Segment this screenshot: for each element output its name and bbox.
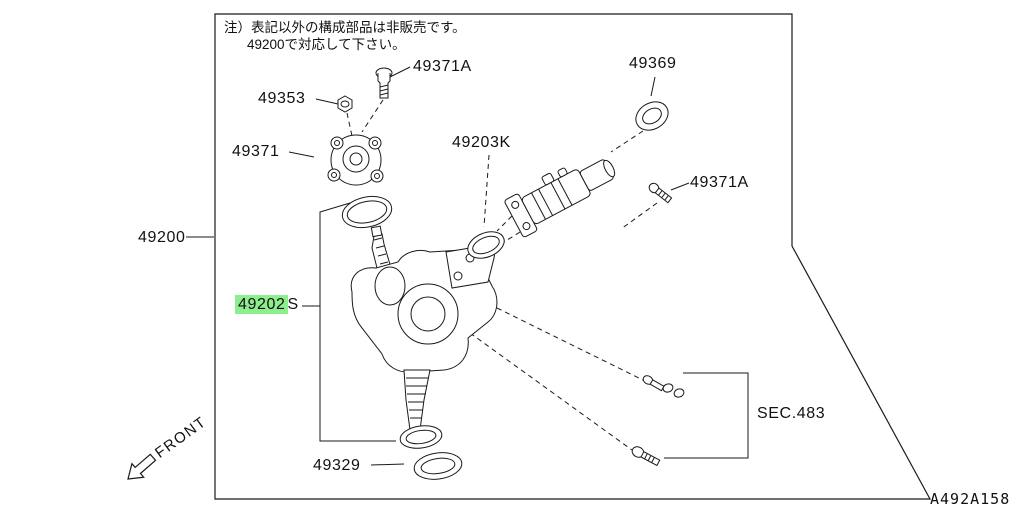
part-label-49369[interactable]: 49369 — [629, 55, 677, 72]
seal-49369-drawing — [635, 101, 669, 131]
part-label-49353[interactable]: 49353 — [258, 90, 306, 107]
seal-49329-drawing — [413, 452, 463, 480]
part-label-49200[interactable]: 49200 — [138, 229, 186, 246]
front-arrow-icon — [127, 453, 157, 480]
part-label-49203k[interactable]: 49203K — [452, 134, 511, 151]
note-line1: 注）表記以外の構成部品は非販売です。 — [224, 20, 466, 35]
mount-bolt-lower-drawing — [631, 446, 661, 467]
bolt-right-drawing — [648, 182, 673, 204]
part-label-49371[interactable]: 49371 — [232, 143, 280, 160]
oring-49203k-drawing — [467, 231, 505, 259]
section-ref-label[interactable]: SEC.483 — [757, 405, 826, 422]
note-line2: 49200で対応して下さい。 — [247, 37, 406, 52]
part-label-49371a-right[interactable]: 49371A — [690, 174, 749, 191]
cap-drawing — [327, 134, 384, 186]
diagram-frame — [214, 13, 932, 500]
valve-assembly-drawing — [504, 159, 616, 238]
dust-seal-drawing — [399, 425, 443, 449]
nut-drawing — [337, 95, 353, 113]
part-label-49202s-suffix: S — [287, 296, 299, 313]
part-label-49202s-highlight[interactable]: 49202 — [235, 295, 288, 314]
diagram-code: A492A158 — [930, 490, 1011, 508]
leader-lines — [186, 66, 749, 466]
oring-large-drawing — [341, 195, 393, 229]
bolt-top-drawing — [375, 67, 393, 99]
part-label-49329[interactable]: 49329 — [313, 457, 361, 474]
mount-bolt-upper-drawing — [642, 375, 685, 398]
steering-gear-drawing — [350, 225, 498, 431]
part-label-49371a-top[interactable]: 49371A — [413, 58, 472, 75]
